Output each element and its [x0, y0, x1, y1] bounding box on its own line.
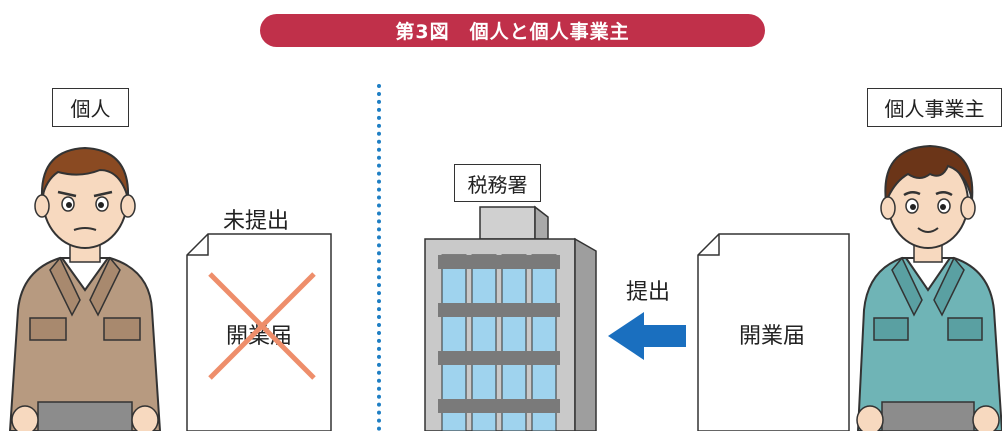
- person-right-icon: [856, 144, 1002, 431]
- status-not-submitted: 未提出: [223, 209, 290, 234]
- label-tax-office: 税務署: [454, 164, 541, 202]
- cross-icon: [208, 272, 316, 380]
- label-sole-proprietor: 個人事業主: [867, 88, 1002, 127]
- building-icon: [424, 205, 597, 431]
- person-left-icon: [8, 146, 162, 431]
- section-divider: [377, 84, 381, 431]
- document-right-label: 開業届: [739, 324, 806, 349]
- label-individual: 個人: [52, 88, 129, 127]
- action-submit-label: 提出: [626, 280, 671, 305]
- document-right-icon: [697, 233, 850, 431]
- figure-title: 第3図 個人と個人事業主: [260, 14, 765, 47]
- arrow-left-icon: [608, 312, 686, 360]
